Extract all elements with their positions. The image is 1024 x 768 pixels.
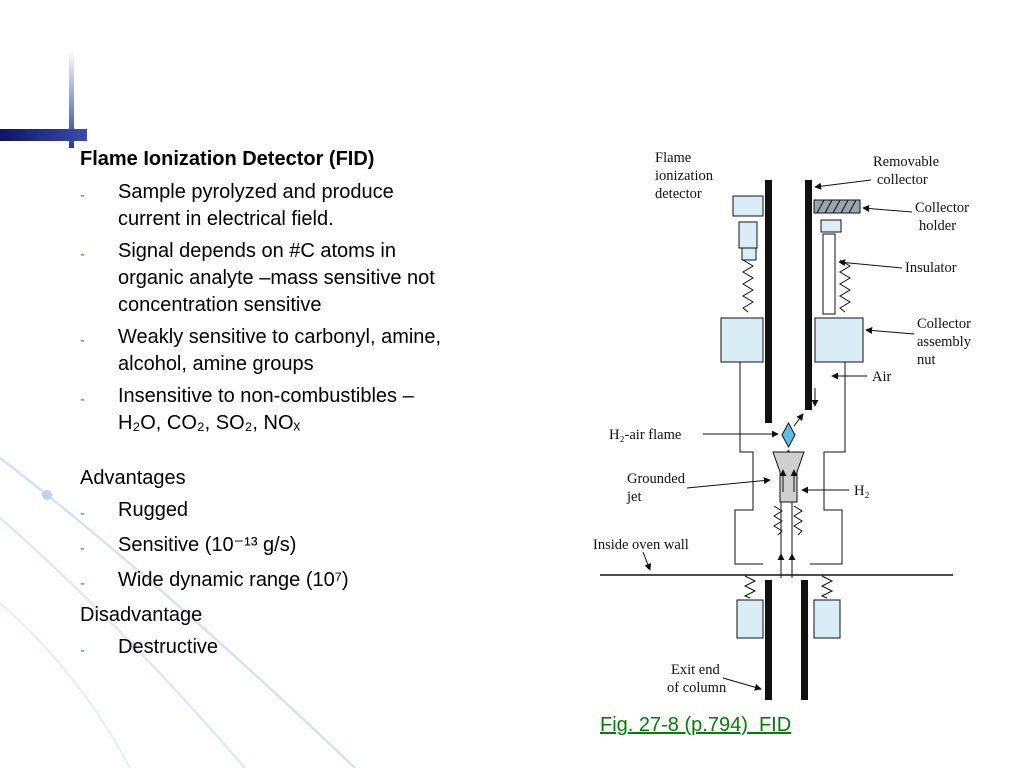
advantage-text: Rugged xyxy=(118,499,189,521)
jet-housing-outline xyxy=(810,452,843,565)
decorative-arc xyxy=(0,517,246,768)
bullet-text: Insensitive to non-combustibles – H₂O, C… xyxy=(118,385,414,434)
callout-arrow-grounded-jet xyxy=(686,477,771,489)
label-exit-end: Exit end xyxy=(671,662,720,678)
accent-horizontal-bar xyxy=(0,129,87,141)
label-flame-ionization-detector: ionization xyxy=(655,168,714,184)
spring-icon xyxy=(773,505,783,536)
collector-tube-right xyxy=(805,180,812,410)
bullet-dash: - xyxy=(80,332,85,349)
label-removable-collector: Removable xyxy=(873,154,939,170)
bullet-item-3: - Weakly sensitive to carbonyl, amine, a… xyxy=(80,324,512,378)
fitting-nut xyxy=(736,599,764,639)
spring-icon xyxy=(743,575,757,599)
bullet-dash: - xyxy=(80,575,85,592)
flame-icon xyxy=(781,421,796,449)
callout-arrow-exit-end xyxy=(722,677,762,691)
callout-arrow-insulator xyxy=(838,259,903,269)
column-wall-right xyxy=(801,580,808,700)
decorative-arc xyxy=(0,602,131,768)
label-collector-holder: holder xyxy=(919,218,956,234)
collector-assembly-nut-block xyxy=(814,317,864,363)
label-insulator: Insulator xyxy=(905,260,957,276)
disadvantage-text: Destructive xyxy=(118,636,219,658)
label-grounded-jet: Grounded xyxy=(627,471,686,487)
label-collector-assembly-nut: Collector xyxy=(917,316,971,332)
label-air: Air xyxy=(872,369,892,385)
callout-arrow-removable-collector xyxy=(814,179,872,190)
spring-icon xyxy=(793,505,803,536)
bullet-text: Signal depends on #C atoms in organic an… xyxy=(118,240,435,316)
label-collector-assembly-nut: assembly xyxy=(917,334,972,350)
fid-diagram: Flame ionization detector Removable coll… xyxy=(593,150,972,700)
slide-body: Flame Ionization Detector (FID) - Sample… xyxy=(80,146,512,669)
bullet-dash: - xyxy=(80,505,85,522)
bullet-text: Weakly sensitive to carbonyl, amine, alc… xyxy=(118,326,442,375)
decorative-dot xyxy=(129,642,137,650)
bullet-dash: - xyxy=(80,642,85,659)
decorative-dot xyxy=(42,490,52,500)
figure-caption-link[interactable]: Fig. 27-8 (p.794) FID xyxy=(600,714,792,736)
decorative-arc xyxy=(0,457,356,768)
advantage-item-2: - Sensitive (10⁻¹³ g/s) xyxy=(80,532,512,562)
decorative-arcs xyxy=(0,457,356,768)
advantages-header: Advantages xyxy=(80,467,186,489)
collector-tube-left xyxy=(765,180,772,423)
accent-vertical-line xyxy=(69,50,74,148)
advantage-item-1: - Rugged xyxy=(80,497,512,527)
fitting-block xyxy=(732,195,764,217)
spring-icon xyxy=(742,259,754,313)
label-inside-oven-wall: Inside oven wall xyxy=(593,537,689,553)
label-collector-holder: Collector xyxy=(915,200,969,216)
grounded-jet-shape xyxy=(772,451,805,503)
collector-holder-hatched xyxy=(813,199,861,214)
bullet-dash: - xyxy=(80,391,85,408)
label-removable-collector: collector xyxy=(877,172,928,188)
disadvantage-item-1: - Destructive xyxy=(80,634,512,664)
bullet-item-1: - Sample pyrolyzed and produce current i… xyxy=(80,179,512,233)
bullet-item-2: - Signal depends on #C atoms in organic … xyxy=(80,238,512,319)
ion-arrow xyxy=(793,413,804,427)
insulator-rod xyxy=(822,233,836,315)
fitting-nut xyxy=(813,599,841,639)
spring-icon xyxy=(839,259,851,313)
fitting-block xyxy=(820,219,842,233)
spring-icon xyxy=(820,575,834,599)
label-h2: H₂ xyxy=(854,483,870,499)
bullet-dash: - xyxy=(80,246,85,263)
advantage-item-3: - Wide dynamic range (10⁷) xyxy=(80,567,512,597)
callout-arrow-assembly-nut xyxy=(865,327,915,335)
label-grounded-jet: jet xyxy=(626,489,642,505)
bullet-dash: - xyxy=(80,540,85,557)
advantage-text: Sensitive (10⁻¹³ g/s) xyxy=(118,534,297,556)
label-collector-assembly-nut: nut xyxy=(917,352,936,368)
label-flame-ionization-detector: detector xyxy=(655,186,702,202)
fitting-block xyxy=(738,221,758,249)
advantage-text: Wide dynamic range (10⁷) xyxy=(118,569,349,591)
bullet-dash: - xyxy=(80,187,85,204)
fitting-block xyxy=(720,317,764,363)
fitting-block xyxy=(741,247,757,261)
bullet-item-4: - Insensitive to non-combustibles – H₂O,… xyxy=(80,383,512,437)
label-h2-air-flame: H₂-air flame xyxy=(609,427,681,443)
column-wall-left xyxy=(765,580,772,700)
label-flame-ionization-detector: Flame xyxy=(655,150,691,166)
callout-arrow-collector-holder xyxy=(862,205,913,213)
page-title: Flame Ionization Detector (FID) xyxy=(80,148,375,170)
label-exit-end: of column xyxy=(667,680,727,696)
bullet-text: Sample pyrolyzed and produce current in … xyxy=(118,181,394,230)
jet-housing-outline xyxy=(734,452,763,565)
callout-arrow-oven-wall xyxy=(642,551,652,571)
disadvantage-header: Disadvantage xyxy=(80,604,203,626)
